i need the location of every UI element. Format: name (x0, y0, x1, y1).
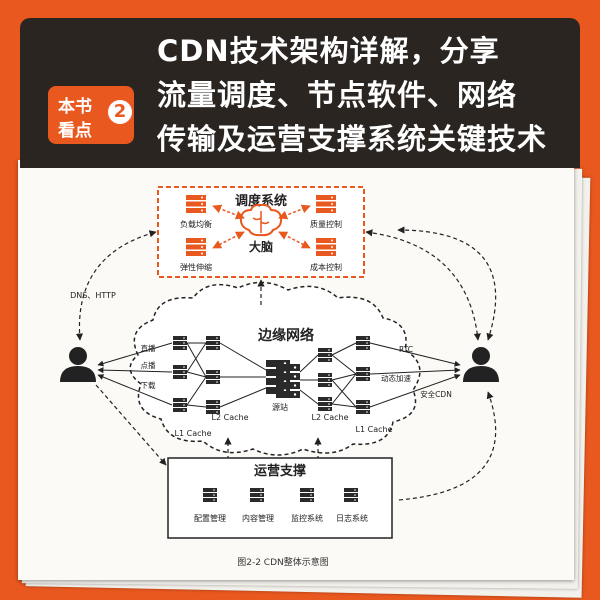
server-icon (318, 373, 332, 387)
service-arrow (97, 374, 173, 406)
server-icon (173, 336, 187, 350)
scheduling-item: 质量控制 (310, 219, 342, 229)
l1-cache-left-label: L1 Cache (175, 429, 212, 438)
dns-label: DNS、HTTP (70, 291, 116, 300)
right-dashed-link (397, 391, 497, 501)
operations-item: 日志系统 (336, 513, 368, 523)
service-arrow (97, 367, 173, 374)
service-label: 点播 (141, 360, 156, 370)
l2-cache-left-label: L2 Cache (212, 413, 249, 422)
edge-links (186, 342, 357, 408)
service-arrow (369, 367, 461, 375)
service-arrow (97, 342, 173, 367)
right-user-icon (463, 347, 499, 382)
server-icon (316, 195, 336, 213)
server-icon (250, 488, 264, 502)
server-icon (356, 400, 370, 414)
server-icon (173, 398, 187, 412)
edge-network-cloud (129, 281, 421, 456)
badge-line-2: 看点 (58, 121, 92, 141)
headline-line-1: CDN技术架构详解，分享 (157, 34, 500, 68)
server-icon (186, 195, 206, 213)
service-label: 直播 (141, 343, 156, 353)
figure-caption: 图2-2 CDN整体示意图 (237, 556, 329, 568)
origin-label: 源站 (272, 402, 288, 412)
server-icon (206, 336, 220, 350)
scheduling-item: 负载均衡 (180, 219, 212, 229)
operations-item: 配置管理 (194, 513, 226, 523)
l1-cache-right-label: L1 Cache (356, 425, 393, 434)
server-icon (356, 336, 370, 350)
promo-header: 本书 看点 2 CDN技术架构详解，分享 流量调度、节点软件、网络 传输及运营支… (20, 18, 580, 168)
badge-number: 2 (108, 100, 132, 124)
operations-title-bg (246, 461, 316, 479)
highlight-badge: 本书 看点 2 (48, 86, 134, 144)
operations-title: 运营支撑 (254, 463, 306, 479)
scheduling-item: 成本控制 (310, 262, 342, 272)
brain-arrow (212, 204, 245, 220)
right-dashed-link (397, 226, 497, 341)
service-arrow (369, 342, 461, 367)
brain-arrow (212, 231, 245, 249)
operations-item: 监控系统 (291, 513, 323, 523)
server-icon (206, 400, 220, 414)
service-label: 安全CDN (420, 389, 452, 399)
brain-arrow (278, 204, 311, 220)
server-icon (186, 238, 206, 256)
service-arrow (369, 373, 461, 408)
service-label: 下载 (141, 380, 156, 390)
headline-line-2: 流量调度、节点软件、网络 (157, 78, 518, 112)
scheduling-system-title: 调度系统 (235, 193, 287, 209)
server-icon (206, 370, 220, 384)
headline-line-3: 传输及运营支撑系统关键技术 (157, 122, 548, 156)
scheduling-item: 弹性伸缩 (180, 262, 212, 272)
server-icon (203, 488, 217, 502)
edge-network-title: 边缘网络 (257, 327, 314, 344)
server-icon (173, 365, 187, 379)
server-icon (318, 348, 332, 362)
service-label: 动态加速 (381, 373, 411, 383)
server-icon (344, 488, 358, 502)
diagram-page: 调度系统 负载均衡 质量控制 弹性伸缩 成本控制 大脑 边缘网络 源站 (18, 160, 574, 580)
server-icon (316, 238, 336, 256)
cdn-architecture-diagram: 调度系统 负载均衡 质量控制 弹性伸缩 成本控制 大脑 边缘网络 源站 (60, 186, 499, 568)
dns-dashed-link (75, 230, 157, 341)
operations-item: 内容管理 (242, 513, 274, 523)
service-label: RTC (399, 345, 413, 354)
left-user-icon (60, 347, 96, 382)
ops-left-link (95, 384, 167, 466)
brain-label: 大脑 (249, 239, 273, 254)
server-icon (356, 367, 370, 381)
brain-arrow (278, 231, 311, 249)
badge-line-1: 本书 (58, 97, 92, 117)
l2-cache-right-label: L2 Cache (312, 413, 349, 422)
server-icon (318, 397, 332, 411)
server-icon (300, 488, 314, 502)
